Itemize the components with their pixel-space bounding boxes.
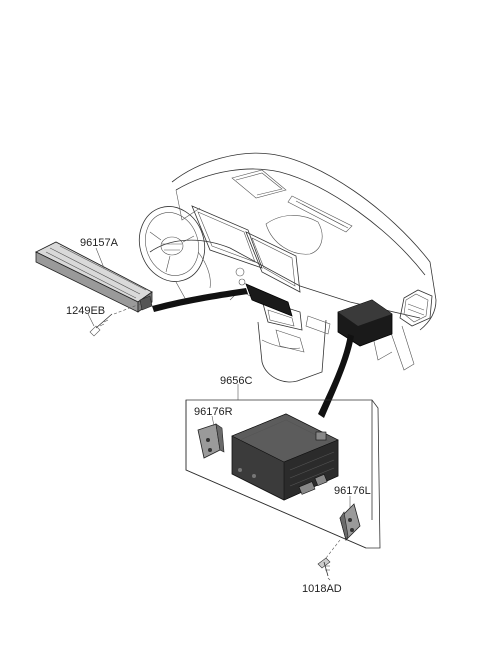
bracket-96176L	[339, 503, 361, 541]
label-1018AD: 1018AD	[302, 583, 342, 595]
part-96157A-illustration	[34, 241, 153, 313]
amp-location-block	[337, 299, 393, 347]
screw-1249EB	[89, 313, 113, 337]
dashboard-illustration	[138, 152, 437, 383]
leader-96176R	[211, 415, 215, 427]
leader-1018AD	[327, 577, 331, 581]
leader-96157A	[95, 247, 105, 269]
headunit-9656C-illustration	[231, 413, 339, 501]
leader-1249EB	[87, 313, 95, 327]
pointer-arrows	[152, 288, 354, 418]
assembly-box-9656C	[185, 384, 381, 549]
label-1249EB: 1249EB	[66, 305, 105, 317]
headunit-location-block	[245, 283, 293, 317]
label-9656C: 9656C	[220, 375, 252, 387]
steering-wheel	[138, 206, 206, 301]
label-96176L: 96176L	[334, 485, 371, 497]
bracket-96176R	[197, 423, 225, 459]
screw-1018AD	[317, 557, 331, 577]
label-96176R: 96176R	[194, 406, 233, 418]
label-96157A: 96157A	[80, 237, 119, 249]
